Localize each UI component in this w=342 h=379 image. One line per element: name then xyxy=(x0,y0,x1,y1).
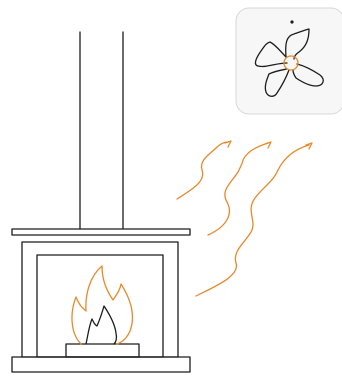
heat-wave-2 xyxy=(207,142,269,236)
heat-wave-tip-3 xyxy=(305,142,313,150)
flame-icon xyxy=(71,265,134,345)
chimney-pipe xyxy=(79,31,124,230)
fireplace-frame xyxy=(21,241,179,358)
fan-blades xyxy=(254,28,324,97)
fireplace xyxy=(11,228,191,373)
hearth-base xyxy=(11,356,191,373)
fan-blade-bottom xyxy=(264,68,290,97)
heat-waves xyxy=(176,140,313,297)
fan-hub xyxy=(283,55,299,71)
outer-flame xyxy=(71,265,134,345)
fan-blade-left xyxy=(254,41,288,68)
fan-tip-marker xyxy=(290,20,294,24)
heat-wave-tip-2 xyxy=(264,141,272,149)
fire-grate xyxy=(65,343,140,358)
fan-blade-right xyxy=(292,63,324,87)
inner-flame xyxy=(85,305,118,345)
fan-card xyxy=(235,7,342,115)
heat-wave-1 xyxy=(176,141,229,200)
fan-icon xyxy=(235,7,342,115)
heat-wave-3 xyxy=(195,144,310,297)
firebox-opening xyxy=(36,254,164,358)
fan-blade-top xyxy=(285,28,310,60)
mantel-shelf xyxy=(11,228,191,236)
heat-wave-tip-1 xyxy=(224,140,232,148)
